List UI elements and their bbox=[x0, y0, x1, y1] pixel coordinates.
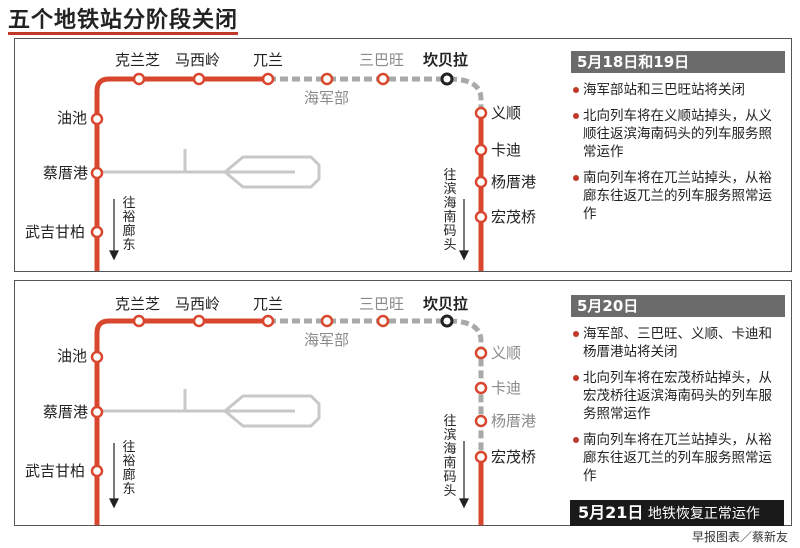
station-dots bbox=[90, 72, 488, 239]
date-badge: 5月20日 bbox=[571, 295, 785, 317]
interchange-dot bbox=[440, 72, 454, 86]
station-label-hongmaoqiao: 宏茂桥 bbox=[491, 208, 537, 226]
map-panel-2 bbox=[90, 314, 488, 525]
station-label-kelanzhi: 克兰芝 bbox=[115, 51, 161, 69]
direction-label-west: 往裕廊东 bbox=[122, 196, 136, 253]
info-panel-2: 5月20日 海军部、三巴旺、义顺、卡迪和杨厝港站将关闭 北向列车将在宏茂桥站掉头… bbox=[571, 295, 785, 485]
panel-may-18-19: 克兰芝 马西岭 兀兰 三巴旺 坎贝拉 海军部 油池 蔡厝港 武吉甘柏 义顺 卡迪… bbox=[14, 38, 792, 272]
station-dot bbox=[474, 106, 488, 120]
station-label-haijunbu: 海军部 bbox=[304, 89, 350, 107]
station-dot bbox=[474, 175, 488, 189]
station-label-sanbawang: 三巴旺 bbox=[359, 51, 405, 69]
station-label-maxiling: 马西岭 bbox=[175, 295, 221, 313]
station-label-kanbeila: 坎贝拉 bbox=[423, 51, 469, 69]
direction-label-south: 往滨海南码头 bbox=[443, 414, 457, 499]
station-label-wujiganbai: 武吉甘柏 bbox=[25, 462, 86, 480]
station-dot bbox=[90, 225, 104, 239]
station-label-wujiganbai: 武吉甘柏 bbox=[25, 223, 86, 241]
title-underline bbox=[8, 32, 238, 35]
station-dot bbox=[474, 450, 488, 464]
station-label-yishun: 义顺 bbox=[491, 344, 522, 362]
line-west-open bbox=[94, 76, 268, 271]
station-dot bbox=[90, 112, 104, 126]
station-label-yangcuogang: 杨厝港 bbox=[491, 173, 537, 191]
station-label-sanbawang: 三巴旺 bbox=[359, 295, 405, 313]
interchange-dot bbox=[440, 314, 454, 328]
branch-track bbox=[95, 389, 321, 428]
station-dot bbox=[192, 314, 206, 328]
station-dot bbox=[90, 350, 104, 364]
note-item: 北向列车将在义顺站掉头，从义顺往返滨海南码头的列车服务照常运作 bbox=[571, 107, 785, 161]
graphic-credit: 早报图表／蔡新友 bbox=[691, 530, 788, 544]
station-dot bbox=[320, 72, 334, 86]
station-label-yangcuogang: 杨厝港 bbox=[491, 412, 537, 430]
station-dot bbox=[261, 314, 275, 328]
direction-arrows bbox=[109, 199, 469, 261]
station-dot bbox=[132, 314, 146, 328]
station-label-hongmaoqiao: 宏茂桥 bbox=[491, 448, 537, 466]
station-label-yishun: 义顺 bbox=[491, 104, 522, 122]
station-label-caixungang: 蔡厝港 bbox=[43, 164, 89, 182]
station-label-maxiling: 马西岭 bbox=[175, 51, 221, 69]
station-label-kanbeila: 坎贝拉 bbox=[423, 295, 469, 313]
station-dot bbox=[474, 346, 488, 360]
branch-track bbox=[95, 149, 321, 189]
station-label-kadi: 卡迪 bbox=[491, 379, 522, 397]
line-closed-bend bbox=[448, 318, 484, 457]
station-dot bbox=[90, 464, 104, 478]
station-dot bbox=[474, 210, 488, 224]
station-label-youchi: 油池 bbox=[57, 347, 88, 365]
date-badge: 5月18日和19日 bbox=[571, 51, 785, 73]
line-closed-bend bbox=[448, 76, 484, 115]
note-item: 北向列车将在宏茂桥站掉头，从宏茂桥往返滨海南码头的列车服务照常运作 bbox=[571, 369, 785, 423]
station-dot bbox=[474, 381, 488, 395]
station-label-wulan: 兀兰 bbox=[253, 51, 284, 69]
direction-label-west: 往裕廊东 bbox=[122, 440, 136, 497]
map-panel-1 bbox=[90, 72, 488, 271]
station-dot bbox=[192, 72, 206, 86]
station-dot bbox=[474, 143, 488, 157]
station-label-wulan: 兀兰 bbox=[253, 295, 284, 313]
station-dot bbox=[132, 72, 146, 86]
station-dot bbox=[376, 314, 390, 328]
station-dot bbox=[474, 414, 488, 428]
note-item: 南向列车将在兀兰站掉头，从裕廊东往返兀兰的列车服务照常运作 bbox=[571, 431, 785, 485]
station-dot bbox=[90, 405, 104, 419]
station-dot bbox=[90, 166, 104, 180]
station-label-haijunbu: 海军部 bbox=[304, 331, 350, 349]
station-label-youchi: 油池 bbox=[57, 109, 88, 127]
panel-may-20: 克兰芝 马西岭 兀兰 三巴旺 坎贝拉 海军部 油池 蔡厝港 武吉甘柏 义顺 卡迪… bbox=[14, 280, 792, 526]
station-dot bbox=[320, 314, 334, 328]
resume-text: 地铁恢复正常运作 bbox=[647, 506, 760, 522]
page-title: 五个地铁站分阶段关闭 bbox=[8, 8, 239, 33]
station-dot bbox=[261, 72, 275, 86]
station-label-kadi: 卡迪 bbox=[491, 141, 522, 159]
line-west-open bbox=[94, 318, 268, 525]
note-item: 海军部、三巴旺、义顺、卡迪和杨厝港站将关闭 bbox=[571, 325, 785, 361]
note-item: 海军部站和三巴旺站将关闭 bbox=[571, 81, 785, 99]
info-panel-1: 5月18日和19日 海军部站和三巴旺站将关闭 北向列车将在义顺站掉头，从义顺往返… bbox=[571, 51, 785, 223]
station-dots bbox=[90, 314, 488, 478]
resume-date: 5月21日 bbox=[578, 503, 644, 522]
resume-banner: 5月21日 地铁恢复正常运作 bbox=[570, 500, 784, 526]
direction-arrows bbox=[109, 441, 469, 509]
station-label-caixungang: 蔡厝港 bbox=[43, 403, 89, 421]
station-label-kelanzhi: 克兰芝 bbox=[115, 295, 161, 313]
note-item: 南向列车将在兀兰站掉头，从裕廊东往返兀兰的列车服务照常运作 bbox=[571, 169, 785, 223]
station-dot bbox=[376, 72, 390, 86]
direction-label-south: 往滨海南码头 bbox=[443, 168, 457, 253]
